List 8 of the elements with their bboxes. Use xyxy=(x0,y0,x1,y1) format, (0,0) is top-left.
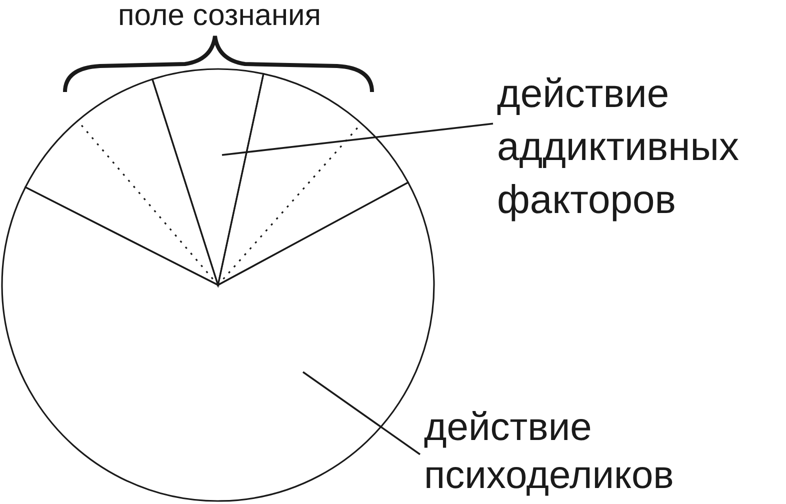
leader-text: действие психоделиков xyxy=(424,404,764,500)
leader-text: действие аддиктивных факторов xyxy=(497,68,786,227)
bracket-label: поле сознания xyxy=(118,0,318,34)
leader-line xyxy=(222,122,494,156)
circle-sector xyxy=(217,73,409,286)
circle-sector xyxy=(24,78,219,286)
leader-line xyxy=(302,371,421,456)
circle-sector xyxy=(152,68,264,286)
